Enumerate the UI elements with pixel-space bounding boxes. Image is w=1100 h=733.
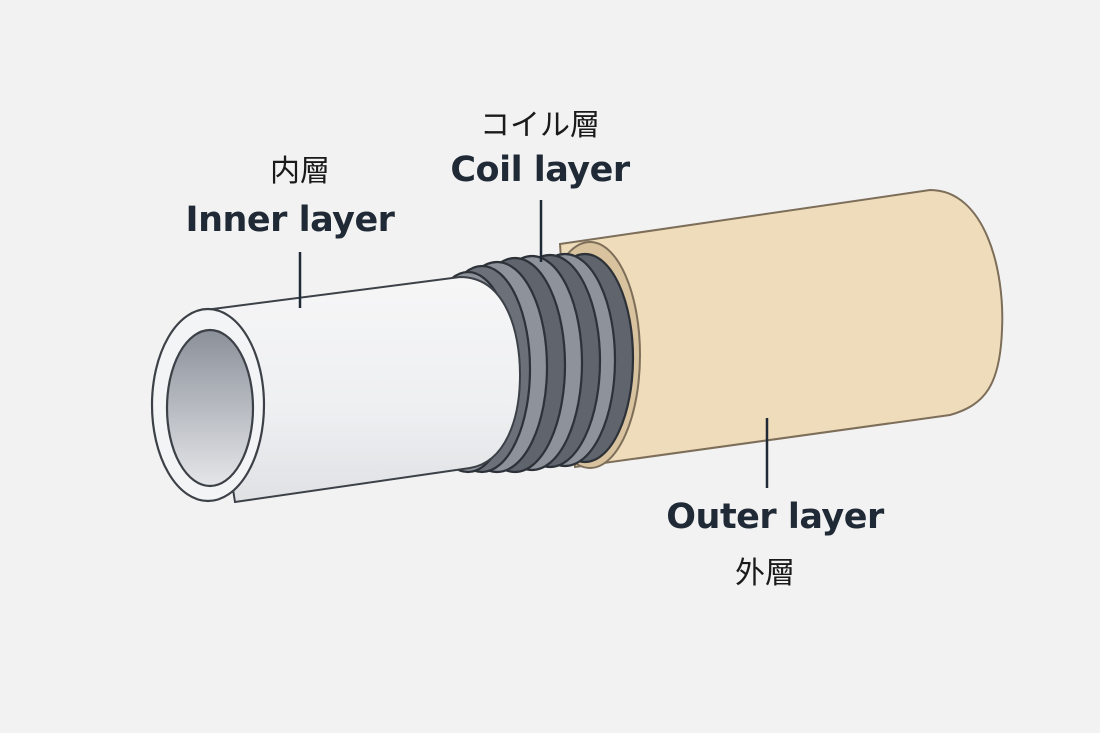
outer-layer-body [558,188,1004,469]
coil-layer-label-en: Coil layer [450,150,630,190]
outer-layer-label-en: Outer layer [666,497,884,537]
outer-layer-label-jp: 外層 [735,556,795,591]
inner-layer-body [203,275,522,504]
coil-layer-label-jp: コイル層 [480,108,600,143]
inner-layer-label-en: Inner layer [185,200,395,240]
inner-layer [150,275,522,504]
inner-layer-bore [165,328,255,488]
inner-layer-label-jp: 内層 [270,154,330,189]
